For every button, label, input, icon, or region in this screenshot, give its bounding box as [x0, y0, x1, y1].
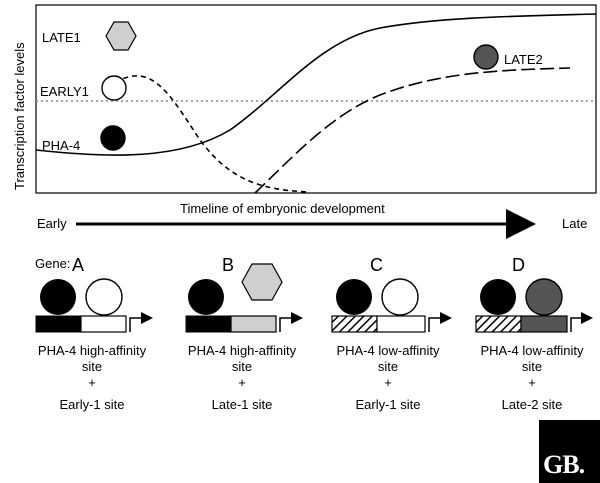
- gene-heading: Gene:: [35, 256, 70, 271]
- gene-panel-a: A PHA-4 high-affinity site + Early-1 sit…: [35, 255, 153, 412]
- gene-letter: D: [512, 255, 525, 275]
- pha4-factor-icon: [336, 279, 372, 315]
- gene-panel-b: B PHA-4 high-affinity site + Late-1 site: [185, 255, 303, 412]
- late1-label: LATE1: [42, 30, 81, 45]
- pha4-factor-icon: [40, 279, 76, 315]
- journal-logo: [539, 420, 600, 483]
- pha4-factor-icon: [188, 279, 224, 315]
- late2-factor-icon: [525, 278, 563, 316]
- caption-line-3: +: [238, 375, 246, 390]
- early1-site: [376, 315, 426, 333]
- late-label: Late: [562, 216, 587, 231]
- caption-line-1: PHA-4 low-affinity: [480, 343, 584, 358]
- early1-label: EARLY1: [40, 84, 89, 99]
- caption-line-4: Late-2 site: [502, 397, 563, 412]
- caption-line-4: Early-1 site: [59, 397, 124, 412]
- caption-line-1: PHA-4 high-affinity: [188, 343, 297, 358]
- late2-label: LATE2: [504, 52, 543, 67]
- promoter-arrow: [428, 312, 452, 332]
- expression-plot: LATE1 EARLY1 PHA-4 LATE2 Transcription f…: [12, 4, 597, 194]
- promoter-arrow: [129, 312, 153, 332]
- gene-letter: B: [222, 255, 234, 275]
- promoter-arrow: [570, 312, 593, 332]
- timeline-label: Timeline of embryonic development: [180, 201, 385, 216]
- caption-line-2: site: [82, 359, 102, 374]
- pha4-low-affinity-site: [475, 315, 522, 333]
- pha4-circle-marker: [100, 125, 126, 151]
- early1-factor-icon: [381, 278, 419, 316]
- early1-curve: [107, 75, 311, 193]
- caption-line-3: +: [384, 375, 392, 390]
- gene-panel-d: D PHA-4 low-affinity site + Late-2 site: [475, 255, 593, 412]
- pha4-high-affinity-site: [35, 315, 82, 333]
- y-axis-label: Transcription factor levels: [12, 42, 27, 190]
- gene-letter: A: [72, 255, 84, 275]
- caption-line-3: +: [88, 375, 96, 390]
- caption-line-1: PHA-4 low-affinity: [336, 343, 440, 358]
- late1-hexagon-marker: [105, 21, 137, 51]
- caption-line-4: Early-1 site: [355, 397, 420, 412]
- early-label: Early: [37, 216, 67, 231]
- promoter-arrow: [279, 312, 303, 332]
- gene-panel-c: C PHA-4 low-affinity site + Early-1 site: [331, 255, 452, 412]
- caption-line-2: site: [378, 359, 398, 374]
- late1-factor-icon: [241, 263, 283, 301]
- caption-line-1: PHA-4 high-affinity: [38, 343, 147, 358]
- early1-factor-icon: [85, 278, 123, 316]
- late2-circle-marker: [473, 44, 499, 70]
- early1-circle-marker: [101, 75, 127, 101]
- timeline-axis: Timeline of embryonic development Early …: [37, 201, 587, 239]
- pha4-high-affinity-site: [185, 315, 232, 333]
- caption-line-2: site: [522, 359, 542, 374]
- caption-line-4: Late-1 site: [212, 397, 273, 412]
- late1-site: [230, 315, 277, 333]
- pha4-low-affinity-site: [331, 315, 378, 333]
- journal-logo-suffix: c: [586, 453, 597, 478]
- late2-site: [520, 315, 568, 333]
- caption-line-3: +: [528, 375, 536, 390]
- pha4-curve: [35, 13, 597, 156]
- pha4-label: PHA-4: [42, 138, 80, 153]
- gene-letter: C: [370, 255, 383, 275]
- journal-logo-text: GB.: [543, 450, 585, 479]
- pha4-factor-icon: [480, 279, 516, 315]
- late2-curve: [254, 67, 571, 194]
- early1-site: [80, 315, 127, 333]
- caption-line-2: site: [232, 359, 252, 374]
